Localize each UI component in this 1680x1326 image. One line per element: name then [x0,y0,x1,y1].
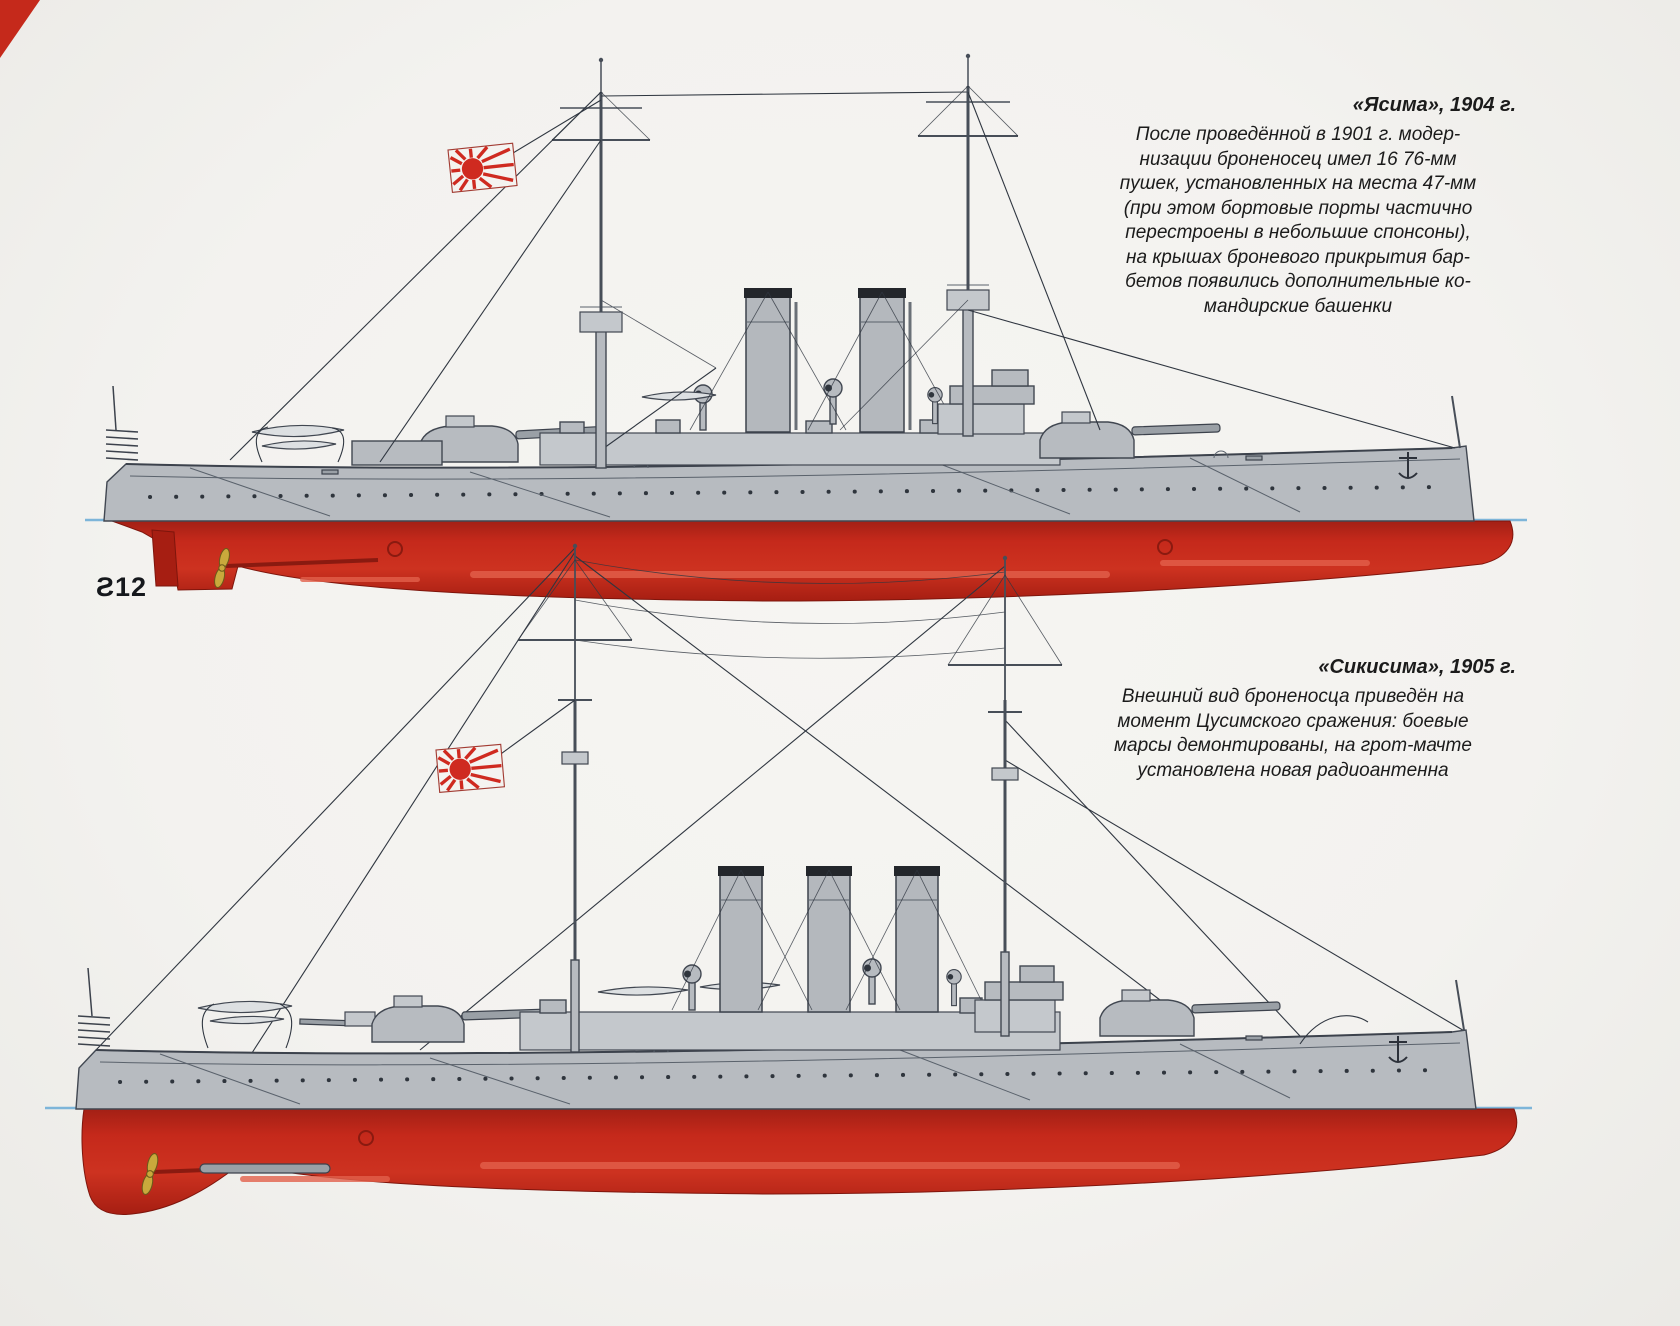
ship-yashima-drawing [85,53,1527,602]
fighting-top [579,311,623,333]
commander-cupola [1061,411,1091,424]
ship-boat-amidships [597,986,689,996]
yashima-caption-block: «Ясима», 1904 г. После проведённой в 190… [1080,94,1516,319]
page-corner-mark [0,0,40,58]
propeller-shaft [225,558,379,568]
funnels [689,288,959,433]
flag-halyard [507,99,602,157]
spotting-platform [561,751,589,765]
shikishima-title: «Сикисима», 1905 г. [1318,656,1516,678]
flag-halyard [497,699,576,757]
rigging-and-antenna [95,547,1467,1057]
ventilator-cowl-icon [946,969,962,1007]
stern-gallery [77,967,111,1047]
mainmast [229,57,969,469]
bow-details [1398,395,1461,479]
stern-gun [299,1011,376,1027]
forward-main-turret [1099,989,1281,1037]
shikishima-description: Внешний вид броненосца приведён на момен… [1114,686,1472,781]
rising-sun-naval-ensign-flag [434,742,507,795]
anchor-icon [1398,452,1418,479]
rising-sun-naval-ensign-flag [446,141,519,195]
ship-shikishima-drawing [45,543,1532,1215]
ventilator-cowl-icon [862,958,882,1005]
funnels [671,866,987,1013]
anchor-icon [1388,1036,1408,1063]
ventilator-cowl-icon [823,378,843,425]
spotting-platform [991,767,1019,781]
ventilator-cowl-icon [682,964,702,1011]
bow-details [1299,979,1465,1063]
foremast [839,53,1456,449]
ship-boats-aft [197,1000,293,1049]
aft-main-turret [371,995,547,1043]
bridge [937,369,1035,435]
bridge [974,965,1064,1033]
yashima-title: «Ясима», 1904 г. [1352,94,1516,116]
commander-cupola [445,415,475,428]
ship-boat-amidships [641,391,717,401]
shikishima-caption-block: «Сикисима», 1905 г. Внешний вид броненос… [1070,656,1516,783]
plate-number: Ƨ12 [96,572,148,602]
underwater-hull [111,520,1514,602]
ship-boats-aft [251,424,345,463]
rudder [151,529,179,587]
underwater-hull [81,1108,1518,1215]
spar-torpedo-fitting [199,1163,331,1174]
mainmast [517,543,633,1053]
yashima-description: После проведённой в 1901 г. модер- низац… [1119,124,1477,317]
forward-main-turret [1039,411,1221,459]
boat-crane [1299,1015,1369,1045]
superstructure [351,299,1061,466]
foremast [947,555,1063,1037]
stern-gallery [105,385,139,461]
